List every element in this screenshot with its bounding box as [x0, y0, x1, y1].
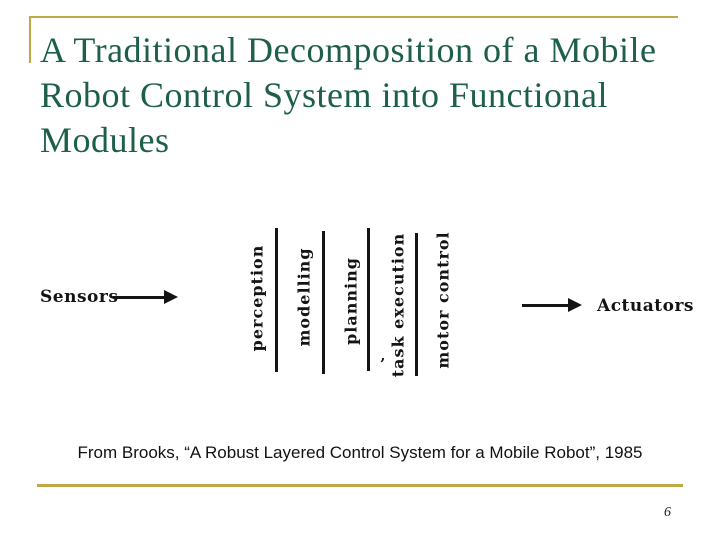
actuators-label: Actuators — [597, 296, 694, 316]
arrow-right-icon — [522, 298, 582, 312]
sensors-label: Sensors — [40, 287, 119, 307]
arrow-right-icon — [113, 290, 178, 304]
title-line: A Traditional Decomposition of a Mobile — [40, 30, 657, 70]
module-label-perception: perception — [247, 244, 267, 352]
accent-rule-left — [29, 16, 31, 63]
accent-rule-top — [30, 16, 678, 18]
title-line: Modules — [40, 120, 170, 160]
module-label-motor-control: motor control — [433, 231, 453, 369]
slide-title: A Traditional Decomposition of a Mobile … — [40, 28, 656, 163]
page-number: 6 — [664, 505, 671, 520]
module-label-planning: planning — [341, 257, 361, 345]
title-line: Robot Control System into Functional — [40, 75, 609, 115]
accent-rule-bottom — [37, 484, 683, 487]
module-divider — [415, 233, 418, 376]
arrow-head — [568, 298, 582, 312]
module-label-modelling: modelling — [294, 247, 314, 347]
module-divider — [322, 231, 325, 374]
arrow-shaft — [522, 303, 568, 307]
module-divider — [275, 228, 278, 372]
module-divider — [367, 228, 370, 371]
arrow-head — [164, 290, 178, 304]
scan-artifact-mark: ’ — [380, 355, 386, 373]
module-label-task-execution: task execution — [388, 232, 408, 378]
citation-text: From Brooks, “A Robust Layered Control S… — [77, 443, 643, 462]
arrow-shaft — [113, 295, 164, 299]
